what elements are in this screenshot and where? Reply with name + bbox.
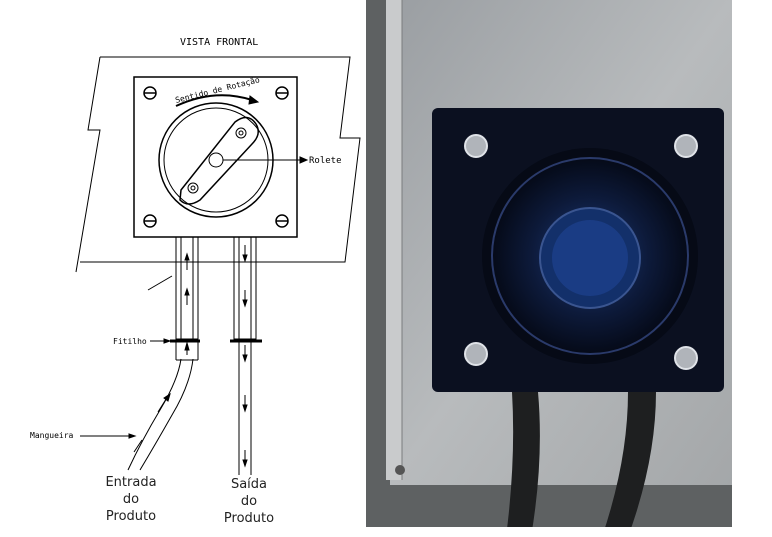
diagram-title: VISTA FRONTAL xyxy=(180,37,258,48)
outlet-label-line2: do xyxy=(241,494,257,509)
pump-front-view-diagram: VISTA FRONTAL Sentido de Rotação Rolete … xyxy=(30,37,361,526)
pump-photo xyxy=(366,0,732,537)
screw-icon xyxy=(464,134,698,370)
outlet-label-line1: Saída xyxy=(231,477,267,492)
hose-label: Mangueira xyxy=(30,431,74,440)
inlet-hose xyxy=(506,392,540,537)
screw-icon xyxy=(395,465,405,475)
pump-housing xyxy=(133,76,298,238)
rotation-direction-label: Sentido de Rotação xyxy=(174,75,260,105)
panel-outline xyxy=(80,56,361,263)
inlet-label-line3: Produto xyxy=(106,509,156,524)
roller-arm xyxy=(179,116,259,205)
inlet-label-line2: do xyxy=(123,492,139,507)
inlet-label-line1: Entrada xyxy=(105,475,156,490)
strap-label: Fitilho xyxy=(113,337,147,346)
screw-icon xyxy=(143,86,289,228)
roller-hub xyxy=(208,152,224,168)
outlet-label-line3: Produto xyxy=(224,511,274,526)
roller-label: Rolete xyxy=(309,156,342,166)
outlet-hose xyxy=(602,392,656,537)
